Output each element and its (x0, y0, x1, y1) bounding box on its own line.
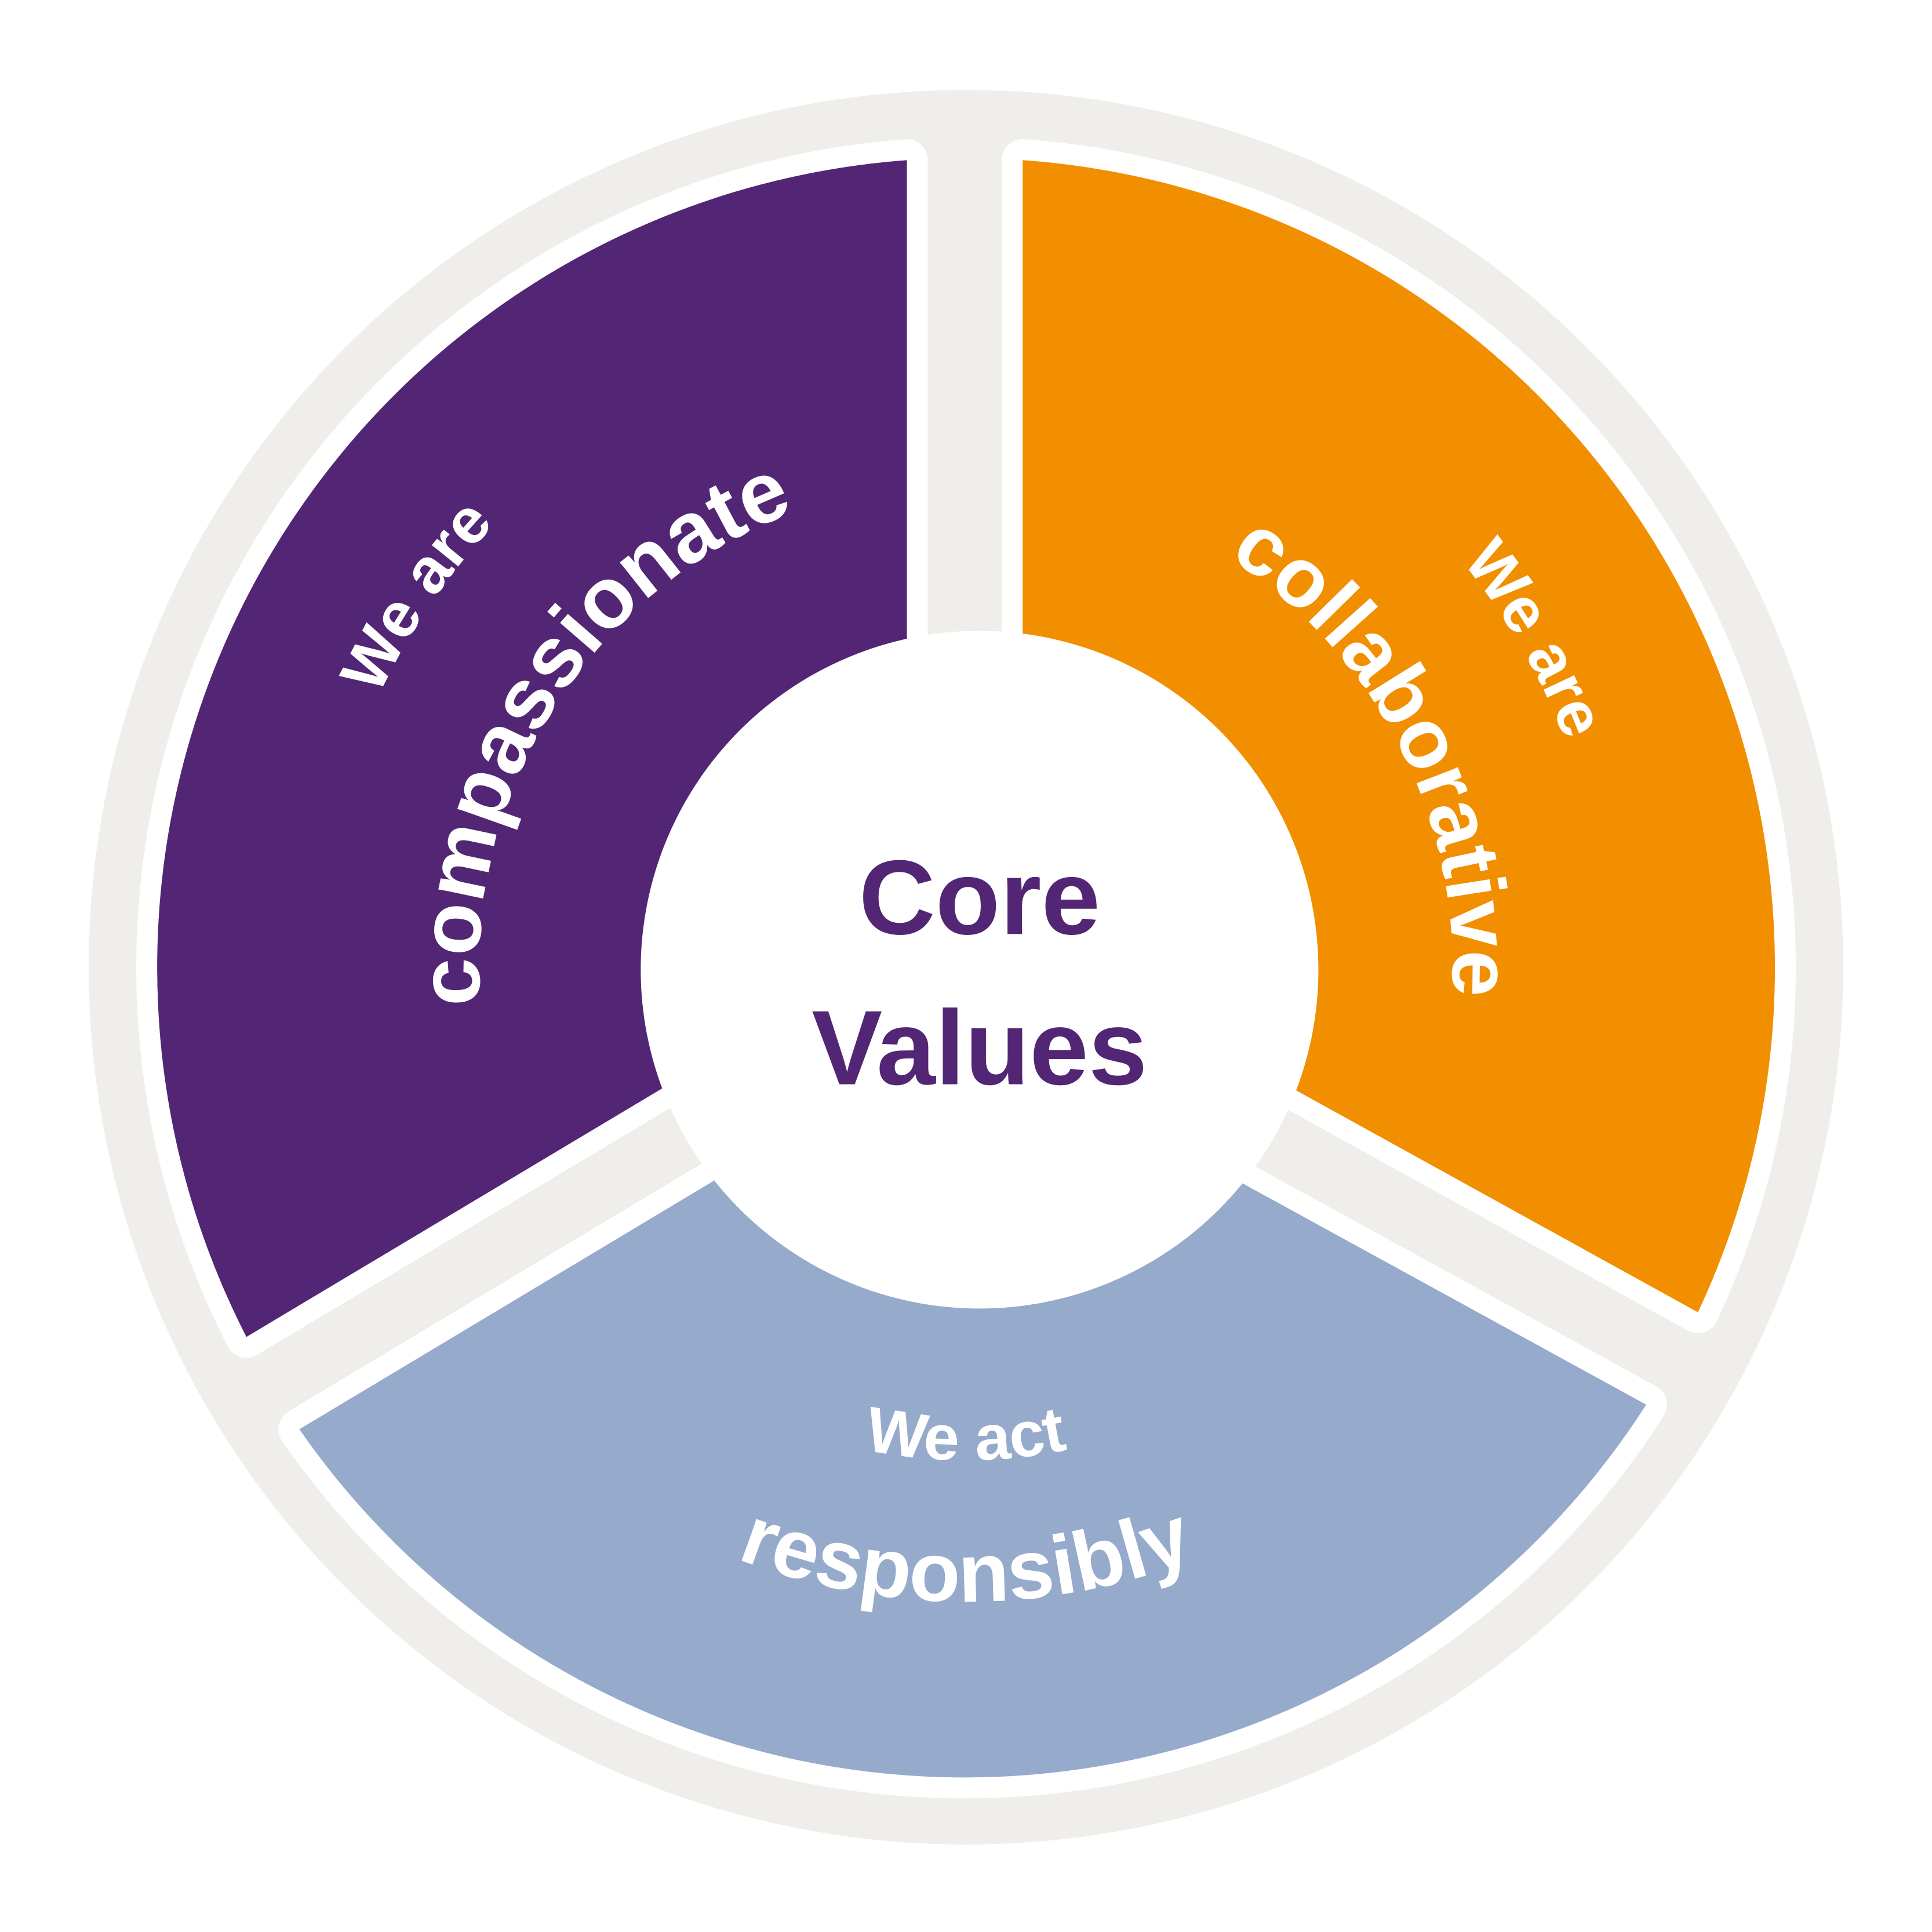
center-circle (641, 631, 1319, 1309)
responsibly-prefix: We act (862, 1393, 1071, 1475)
center-title-line2: Values (812, 989, 1147, 1107)
center-title-line1: Core (859, 838, 1100, 956)
